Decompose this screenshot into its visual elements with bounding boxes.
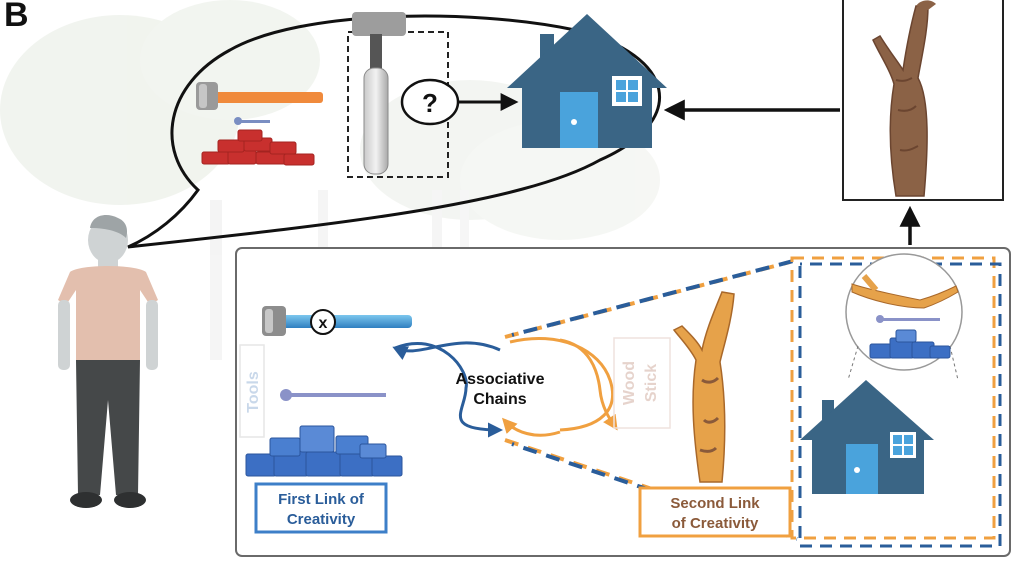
blue-nail-icon bbox=[280, 389, 386, 401]
cross-mark-circle bbox=[310, 309, 336, 335]
question-mark: ? bbox=[422, 88, 438, 118]
chains-line2: Chains bbox=[473, 391, 526, 408]
thought-bubble bbox=[127, 14, 661, 249]
orange-chain-arc bbox=[509, 337, 614, 432]
tools-box bbox=[239, 344, 265, 438]
first-link-line2: Creativity bbox=[287, 511, 356, 528]
first-link-box bbox=[254, 482, 388, 534]
orange-stick-icon bbox=[672, 291, 735, 483]
second-link-line2: of Creativity bbox=[672, 515, 759, 532]
second-link-box bbox=[638, 486, 792, 538]
chains-line1: Associative bbox=[456, 371, 545, 388]
person-figure bbox=[58, 215, 158, 508]
tools-label: Tools bbox=[245, 371, 262, 413]
first-link-line1: First Link of bbox=[278, 491, 365, 508]
wood-stick-box bbox=[842, 0, 1004, 201]
zoom-blocks-icon bbox=[869, 329, 951, 359]
blue-chain-arc bbox=[394, 341, 503, 438]
red-bricks-icon bbox=[201, 129, 315, 166]
cross-mark: x bbox=[319, 315, 328, 332]
wood-label-line1: Wood bbox=[621, 361, 638, 405]
nail-icon bbox=[234, 117, 270, 125]
zoom-nail-icon bbox=[876, 315, 940, 323]
second-link-line1: Second Link bbox=[670, 495, 760, 512]
wood-stick-box-faded bbox=[613, 337, 671, 429]
house-icon bbox=[507, 14, 667, 148]
hammer-icon bbox=[196, 82, 323, 110]
outcome-house-icon bbox=[800, 380, 934, 494]
question-oval bbox=[400, 78, 460, 126]
zoom-circle bbox=[845, 253, 963, 371]
zoom-stick-icon bbox=[851, 274, 959, 309]
panel-label: B bbox=[4, 0, 29, 34]
blue-blocks-icon bbox=[245, 425, 403, 477]
wood-label-line2: Stick bbox=[643, 364, 660, 402]
